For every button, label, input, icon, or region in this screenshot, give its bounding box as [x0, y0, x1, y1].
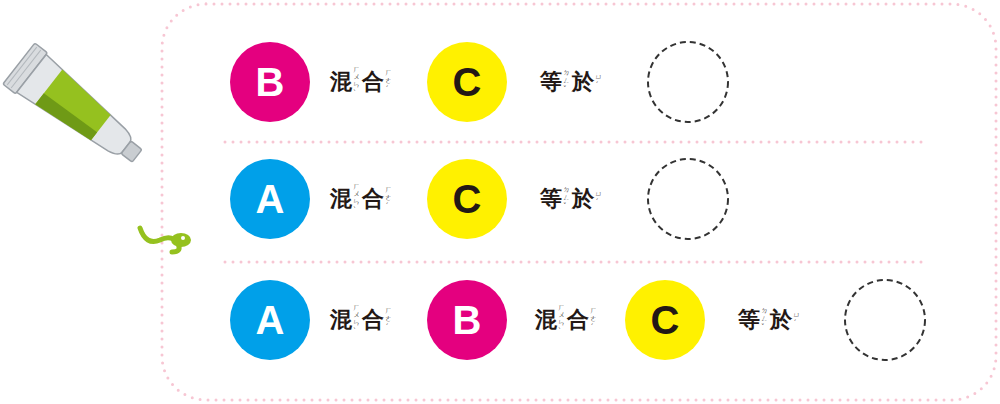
hanzi: 混 — [535, 308, 557, 332]
hanzi: 混 — [330, 308, 352, 332]
hanzi: 等 — [540, 187, 562, 211]
zhuyin: ㄉㄥˇ — [563, 187, 570, 210]
word-with-zhuyin: 等ㄉㄥˇ於ㄩˊ — [540, 70, 604, 94]
color-letter: A — [256, 179, 285, 219]
hanzi: 混 — [330, 70, 352, 94]
color-circle: B — [230, 42, 310, 122]
word-with-zhuyin: 等ㄉㄥˇ於ㄩˊ — [540, 187, 604, 211]
zhuyin: ㄏㄨㄣˋ — [558, 305, 565, 336]
hanzi: 等 — [540, 70, 562, 94]
color-letter: C — [453, 62, 482, 102]
zhuyin: ㄏㄜˊ — [385, 308, 392, 331]
zhuyin: ㄩˊ — [595, 74, 602, 89]
paint-tube — [3, 43, 153, 176]
color-circle: B — [427, 280, 507, 360]
hanzi: 混 — [330, 187, 352, 211]
hanzi: 合 — [362, 308, 384, 332]
color-circle: A — [230, 159, 310, 239]
row-divider — [225, 141, 928, 144]
tube-body — [17, 54, 141, 166]
word-with-zhuyin: 混ㄏㄨㄣˋ合ㄏㄜˊ — [330, 67, 394, 98]
color-circle: C — [427, 42, 507, 122]
answer-circle — [648, 42, 728, 122]
color-letter: B — [256, 62, 285, 102]
tube-label — [35, 70, 114, 145]
answer-circle — [648, 159, 728, 239]
hanzi: 於 — [572, 187, 594, 211]
color-letter: C — [453, 179, 482, 219]
row-divider — [225, 261, 928, 264]
zhuyin: ㄏㄨㄣˋ — [353, 305, 360, 336]
paint-highlight — [181, 236, 185, 240]
zhuyin: ㄩˊ — [595, 191, 602, 206]
tube-cap — [121, 141, 142, 162]
color-circle: A — [230, 280, 310, 360]
zhuyin: ㄩˊ — [793, 312, 800, 327]
zhuyin: ㄏㄨㄣˋ — [353, 184, 360, 215]
hanzi: 合 — [567, 308, 589, 332]
color-letter: A — [256, 300, 285, 340]
hanzi: 於 — [770, 308, 792, 332]
paint-drop — [171, 233, 191, 247]
zhuyin: ㄏㄨㄣˋ — [353, 67, 360, 98]
color-circle: C — [625, 280, 705, 360]
hanzi: 等 — [738, 308, 760, 332]
word-with-zhuyin: 混ㄏㄨㄣˋ合ㄏㄜˊ — [330, 305, 394, 336]
zhuyin: ㄉㄥˇ — [761, 308, 768, 331]
word-with-zhuyin: 混ㄏㄨㄣˋ合ㄏㄜˊ — [535, 305, 599, 336]
answer-circle — [845, 280, 925, 360]
hanzi: 合 — [362, 187, 384, 211]
color-circle: C — [427, 159, 507, 239]
color-letter: B — [453, 300, 482, 340]
color-letter: C — [651, 300, 680, 340]
hanzi: 於 — [572, 70, 594, 94]
word-with-zhuyin: 等ㄉㄥˇ於ㄩˊ — [738, 308, 802, 332]
dotted-frame — [162, 4, 996, 400]
zhuyin: ㄏㄜˊ — [385, 70, 392, 93]
zhuyin: ㄏㄜˊ — [590, 308, 597, 331]
zhuyin: ㄏㄜˊ — [385, 187, 392, 210]
tube-label-shade — [35, 92, 97, 145]
word-with-zhuyin: 混ㄏㄨㄣˋ合ㄏㄜˊ — [330, 184, 394, 215]
zhuyin: ㄉㄥˇ — [563, 70, 570, 93]
hanzi: 合 — [362, 70, 384, 94]
